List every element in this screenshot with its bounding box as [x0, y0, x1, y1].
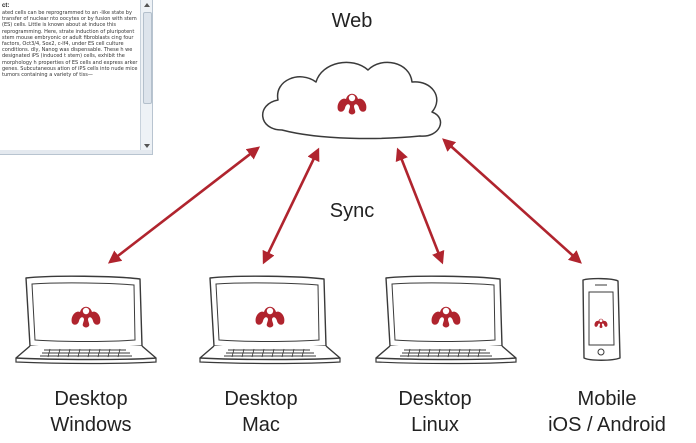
laptop-icon-linux — [375, 275, 517, 365]
device-line2: iOS / Android — [548, 414, 666, 436]
sync-arrow-mac — [262, 147, 320, 265]
sync-arrow-windows — [107, 146, 261, 264]
abstract-scrollbar[interactable] — [140, 0, 152, 152]
laptop-icon-mac — [199, 275, 341, 365]
device-label-windows: Desktop Windows — [16, 386, 166, 438]
sync-arrow-mobile — [442, 138, 582, 264]
device-label-linux: Desktop Linux — [370, 386, 500, 438]
abstract-heading: ct: — [2, 3, 10, 9]
device-label-mobile: Mobile iOS / Android — [522, 386, 692, 438]
device-line2: Mac — [242, 414, 280, 436]
abstract-text-area: ct: ated cells can be reprogrammed to an… — [0, 0, 141, 152]
device-line1: Desktop — [224, 388, 298, 410]
sync-arrow-linux — [395, 147, 445, 265]
abstract-body: ated cells can be reprogrammed to an -li… — [2, 10, 138, 79]
abstract-hscroll — [0, 150, 152, 154]
scroll-thumb[interactable] — [143, 12, 152, 104]
web-label: Web — [331, 10, 373, 32]
scroll-up-icon[interactable] — [144, 3, 150, 7]
scroll-down-icon[interactable] — [144, 144, 150, 148]
device-line1: Desktop — [54, 388, 128, 410]
device-line2: Windows — [50, 414, 132, 436]
smartphone-icon — [582, 277, 621, 361]
laptop-icon-windows — [15, 275, 157, 365]
sync-arrows — [107, 138, 582, 265]
abstract-panel-screenshot: ct: ated cells can be reprogrammed to an… — [0, 0, 153, 155]
sync-label: Sync — [329, 200, 375, 222]
device-label-mac: Desktop Mac — [196, 386, 326, 438]
device-line1: Desktop — [398, 388, 472, 410]
device-line2: Linux — [411, 414, 459, 436]
device-line1: Mobile — [577, 388, 637, 410]
cloud-icon — [261, 61, 442, 140]
